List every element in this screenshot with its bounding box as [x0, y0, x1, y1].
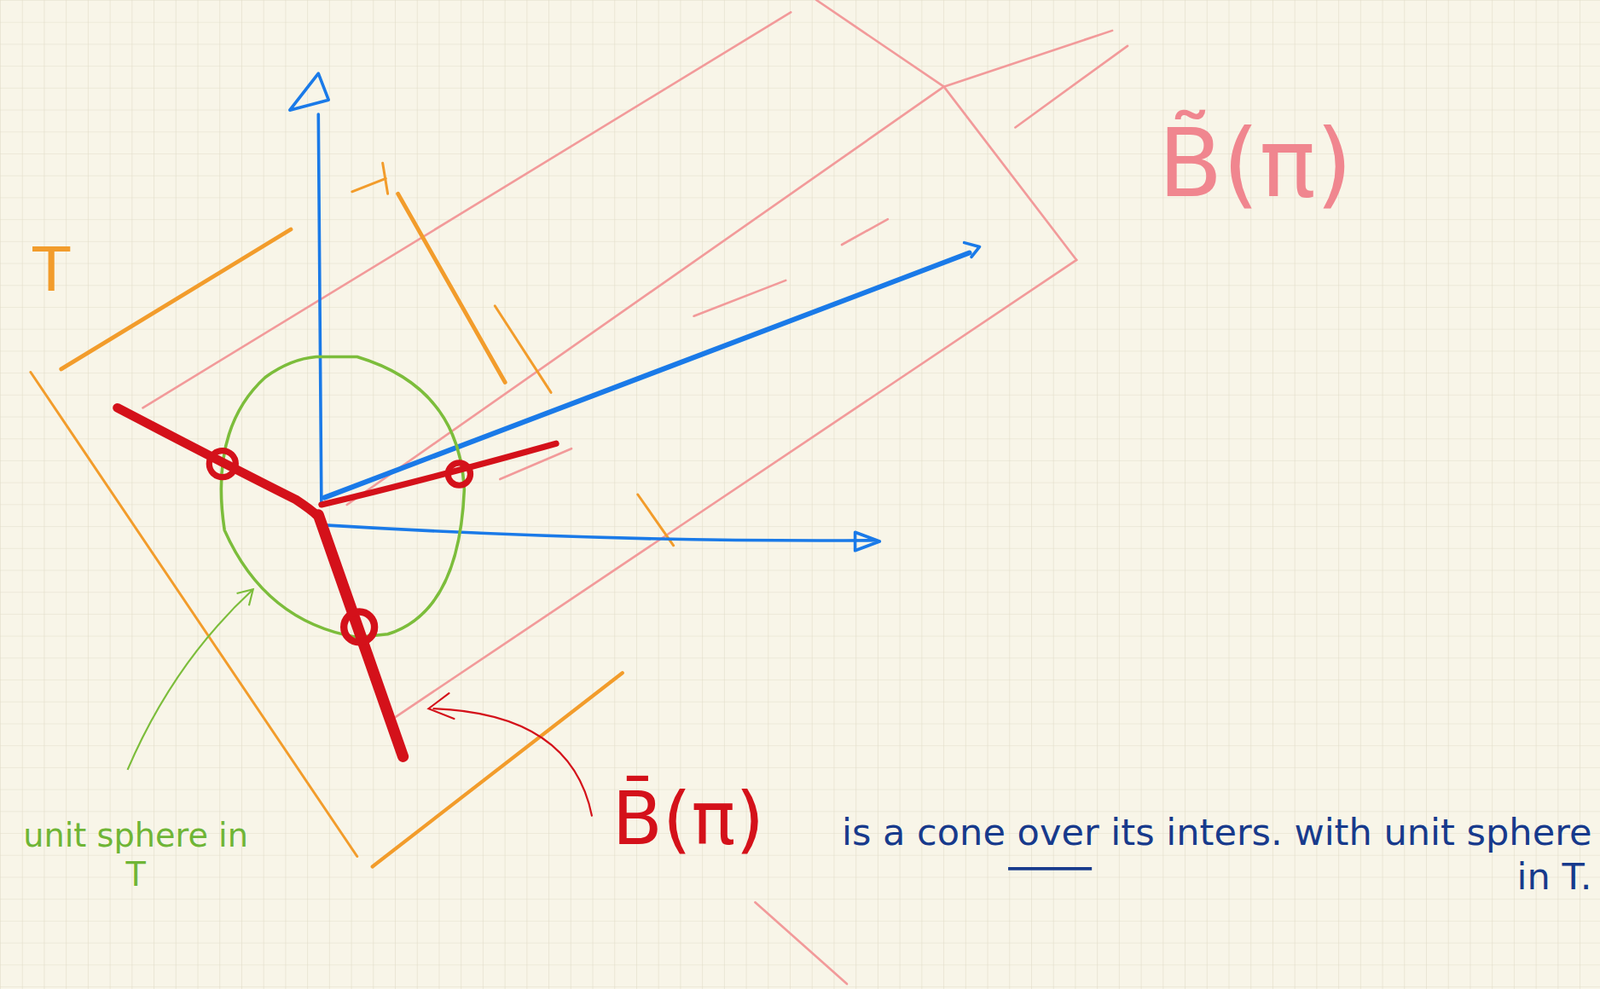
- sphere-note: unit sphere in T: [8, 816, 264, 895]
- plane-name: T: [32, 232, 115, 307]
- region-name: B̃(π): [1158, 107, 1424, 221]
- cone-name: B̄(π): [612, 775, 827, 864]
- cone-note: is a cone over its inters. with unit sph…: [831, 811, 1592, 899]
